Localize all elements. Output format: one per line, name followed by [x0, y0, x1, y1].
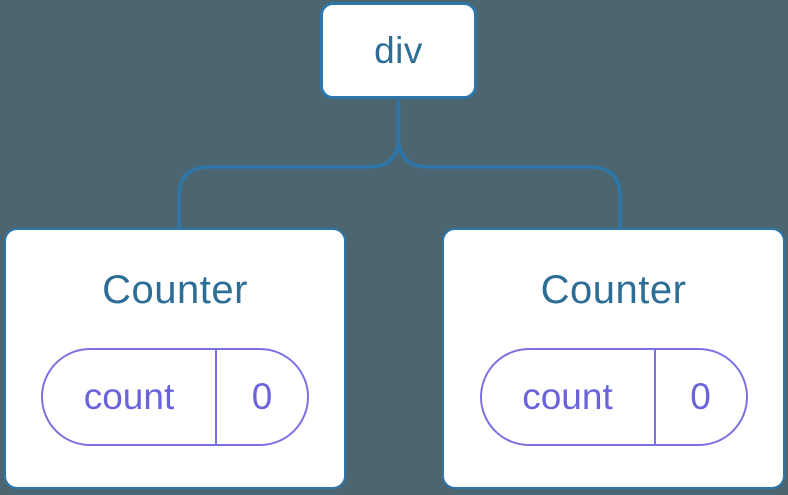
state-pill: count 0	[41, 348, 309, 446]
state-value: 0	[251, 376, 273, 417]
state-key-label: count	[522, 376, 613, 417]
root-node-label: div	[374, 29, 423, 71]
component-title: Counter	[540, 268, 687, 312]
counter-component-node-1: Counter count 0	[4, 228, 346, 489]
state-key-label: count	[83, 376, 175, 417]
component-title: Counter	[102, 268, 248, 312]
state-value-cell: 0	[215, 350, 307, 444]
state-value: 0	[690, 376, 711, 417]
state-value-cell: 0	[653, 350, 746, 444]
state-key-cell: count	[482, 350, 654, 444]
root-node-div: div	[320, 2, 477, 99]
state-key-cell: count	[43, 350, 215, 444]
counter-component-node-2: Counter count 0	[442, 228, 785, 489]
state-pill: count 0	[479, 348, 748, 446]
connector-right-branch	[396, 100, 622, 229]
connector-left-branch	[177, 100, 401, 229]
